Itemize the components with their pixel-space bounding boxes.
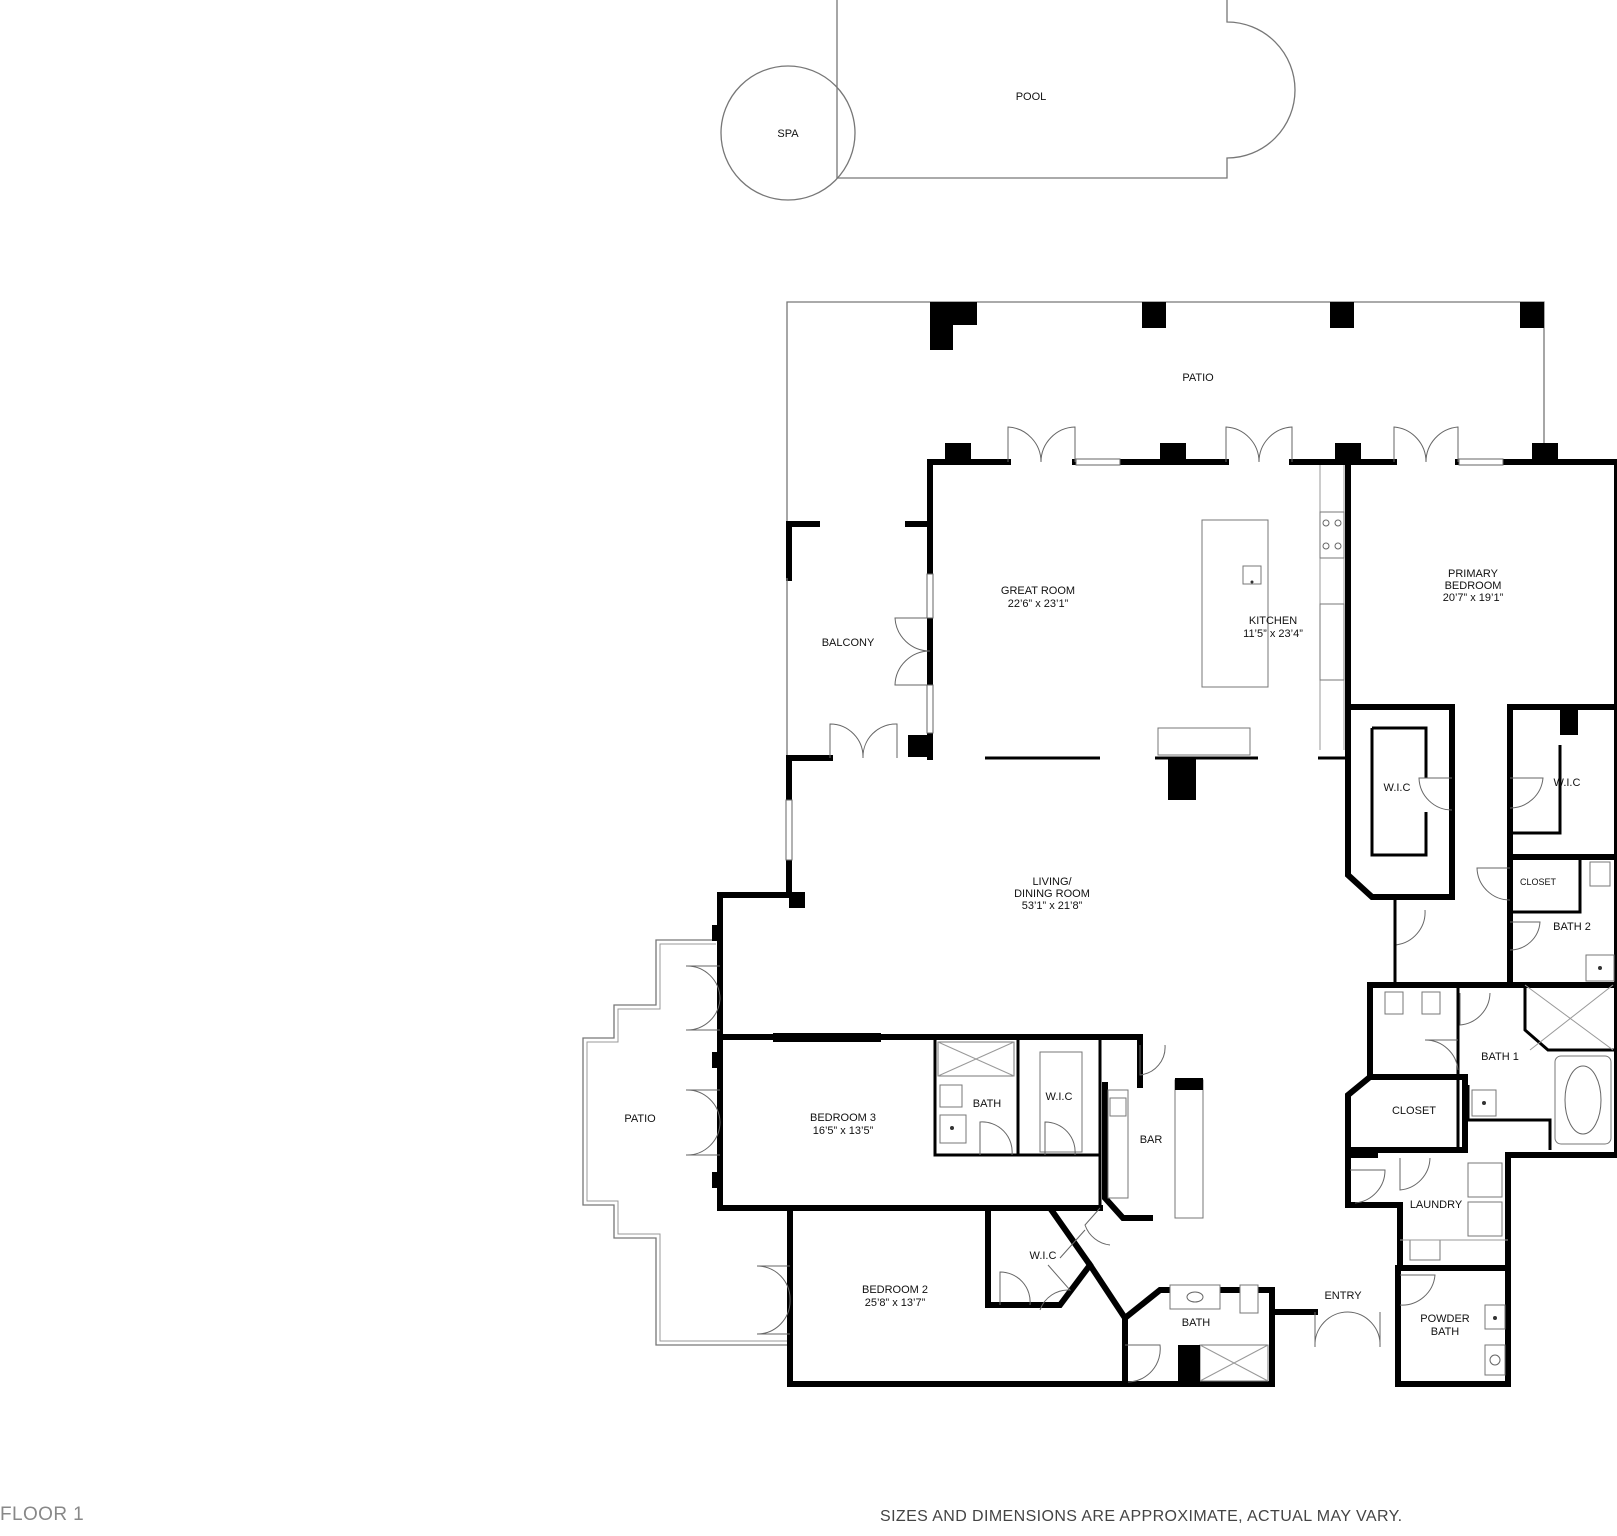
laundry-walls [1345,1147,1511,1271]
column [1520,302,1544,328]
left-patio-outline [582,939,790,1346]
bath2-label: BATH 2 [1553,921,1591,933]
spa-label: SPA [777,128,799,140]
patio-top-label: PATIO [1182,372,1214,384]
bedroom2-dims: 25’8” x 13’7” [865,1297,926,1309]
washer-icon [1467,1162,1503,1198]
great-room-divider [985,727,1347,800]
balcony-doors [785,573,934,861]
exterior-wall-bumps [712,443,1558,1188]
top-patio-outline [786,301,1545,521]
patio-columns [930,302,1544,350]
great-room-dims: 22’6” x 23’1” [1008,598,1069,610]
wic-b2-label: W.I.C [1030,1250,1057,1262]
pool-label: POOL [1016,91,1047,103]
bedroom3-walls [717,1033,1166,1211]
disclaimer-text: SIZES AND DIMENSIONS ARE APPROXIMATE, AC… [880,1508,1403,1525]
closet-small-label: CLOSET [1520,877,1557,887]
powder-name-1: POWDER [1420,1313,1470,1325]
top-doors [1007,426,1504,466]
primary-bedroom-dims: 20’7” x 19’1” [1443,592,1504,604]
column [930,302,977,350]
primary-bedroom-name-2: BEDROOM [1445,580,1502,592]
powder-name-2: BATH [1431,1326,1460,1338]
living-name-2: DINING ROOM [1014,888,1090,900]
bath1-walls [1367,982,1617,1150]
spa-outline [720,65,856,201]
kitchen-island [1201,519,1269,688]
closet-walls [1345,1072,1468,1153]
closet-label: CLOSET [1392,1105,1436,1117]
powder-bath-walls [1395,1265,1506,1376]
pool-area [720,0,1296,201]
bar-walls [1084,1078,1204,1246]
sink-icon [1242,565,1262,585]
room-labels: POOL SPA PATIO BALCONY GREAT ROOM 22’6” … [624,91,1591,1338]
wic-left-label: W.I.C [1384,782,1411,794]
laundry-label: LAUNDRY [1410,1199,1463,1211]
fridge-icon [1319,603,1345,681]
bedroom3-dims: 16’5” x 13’5” [813,1125,874,1137]
balcony-label: BALCONY [822,637,875,649]
left-patio-inner [586,943,790,1342]
entry-label: ENTRY [1324,1290,1362,1302]
bath-b3-label: BATH [973,1098,1002,1110]
balcony [786,521,933,805]
bedroom2-name: BEDROOM 2 [862,1284,928,1296]
primary-suite-walls [1345,459,1617,988]
floor-label: FLOOR 1 [0,1504,85,1525]
wic-right-label: W.I.C [1554,777,1581,789]
primary-bedroom-name-1: PRIMARY [1448,568,1499,580]
dryer-icon [1467,1201,1503,1237]
bath-b2-label: BATH [1182,1317,1211,1329]
great-room-name: GREAT ROOM [1001,585,1075,597]
column [1142,302,1166,328]
living-dims: 53’1” x 21’8” [1022,900,1083,912]
column [1330,302,1354,328]
kitchen-name: KITCHEN [1249,615,1297,627]
bedroom2-walls [985,1205,1275,1387]
wic-b3-label: W.I.C [1046,1091,1073,1103]
cooktop-icon [1319,511,1345,559]
living-name-1: LIVING/ [1032,876,1072,888]
laundry-sink-icon [1409,1239,1441,1261]
bedroom3-name: BEDROOM 3 [810,1112,876,1124]
left-patio-doors [685,965,791,1335]
pool-outline [836,0,1296,179]
entry-door [1314,1311,1381,1348]
bar-label: BAR [1140,1134,1163,1146]
kitchen-dims: 11’5” x 23’4” [1243,628,1303,640]
bath1-label: BATH 1 [1481,1051,1519,1063]
patio-left-label: PATIO [624,1113,656,1125]
kitchen-fixtures [1201,465,1345,750]
